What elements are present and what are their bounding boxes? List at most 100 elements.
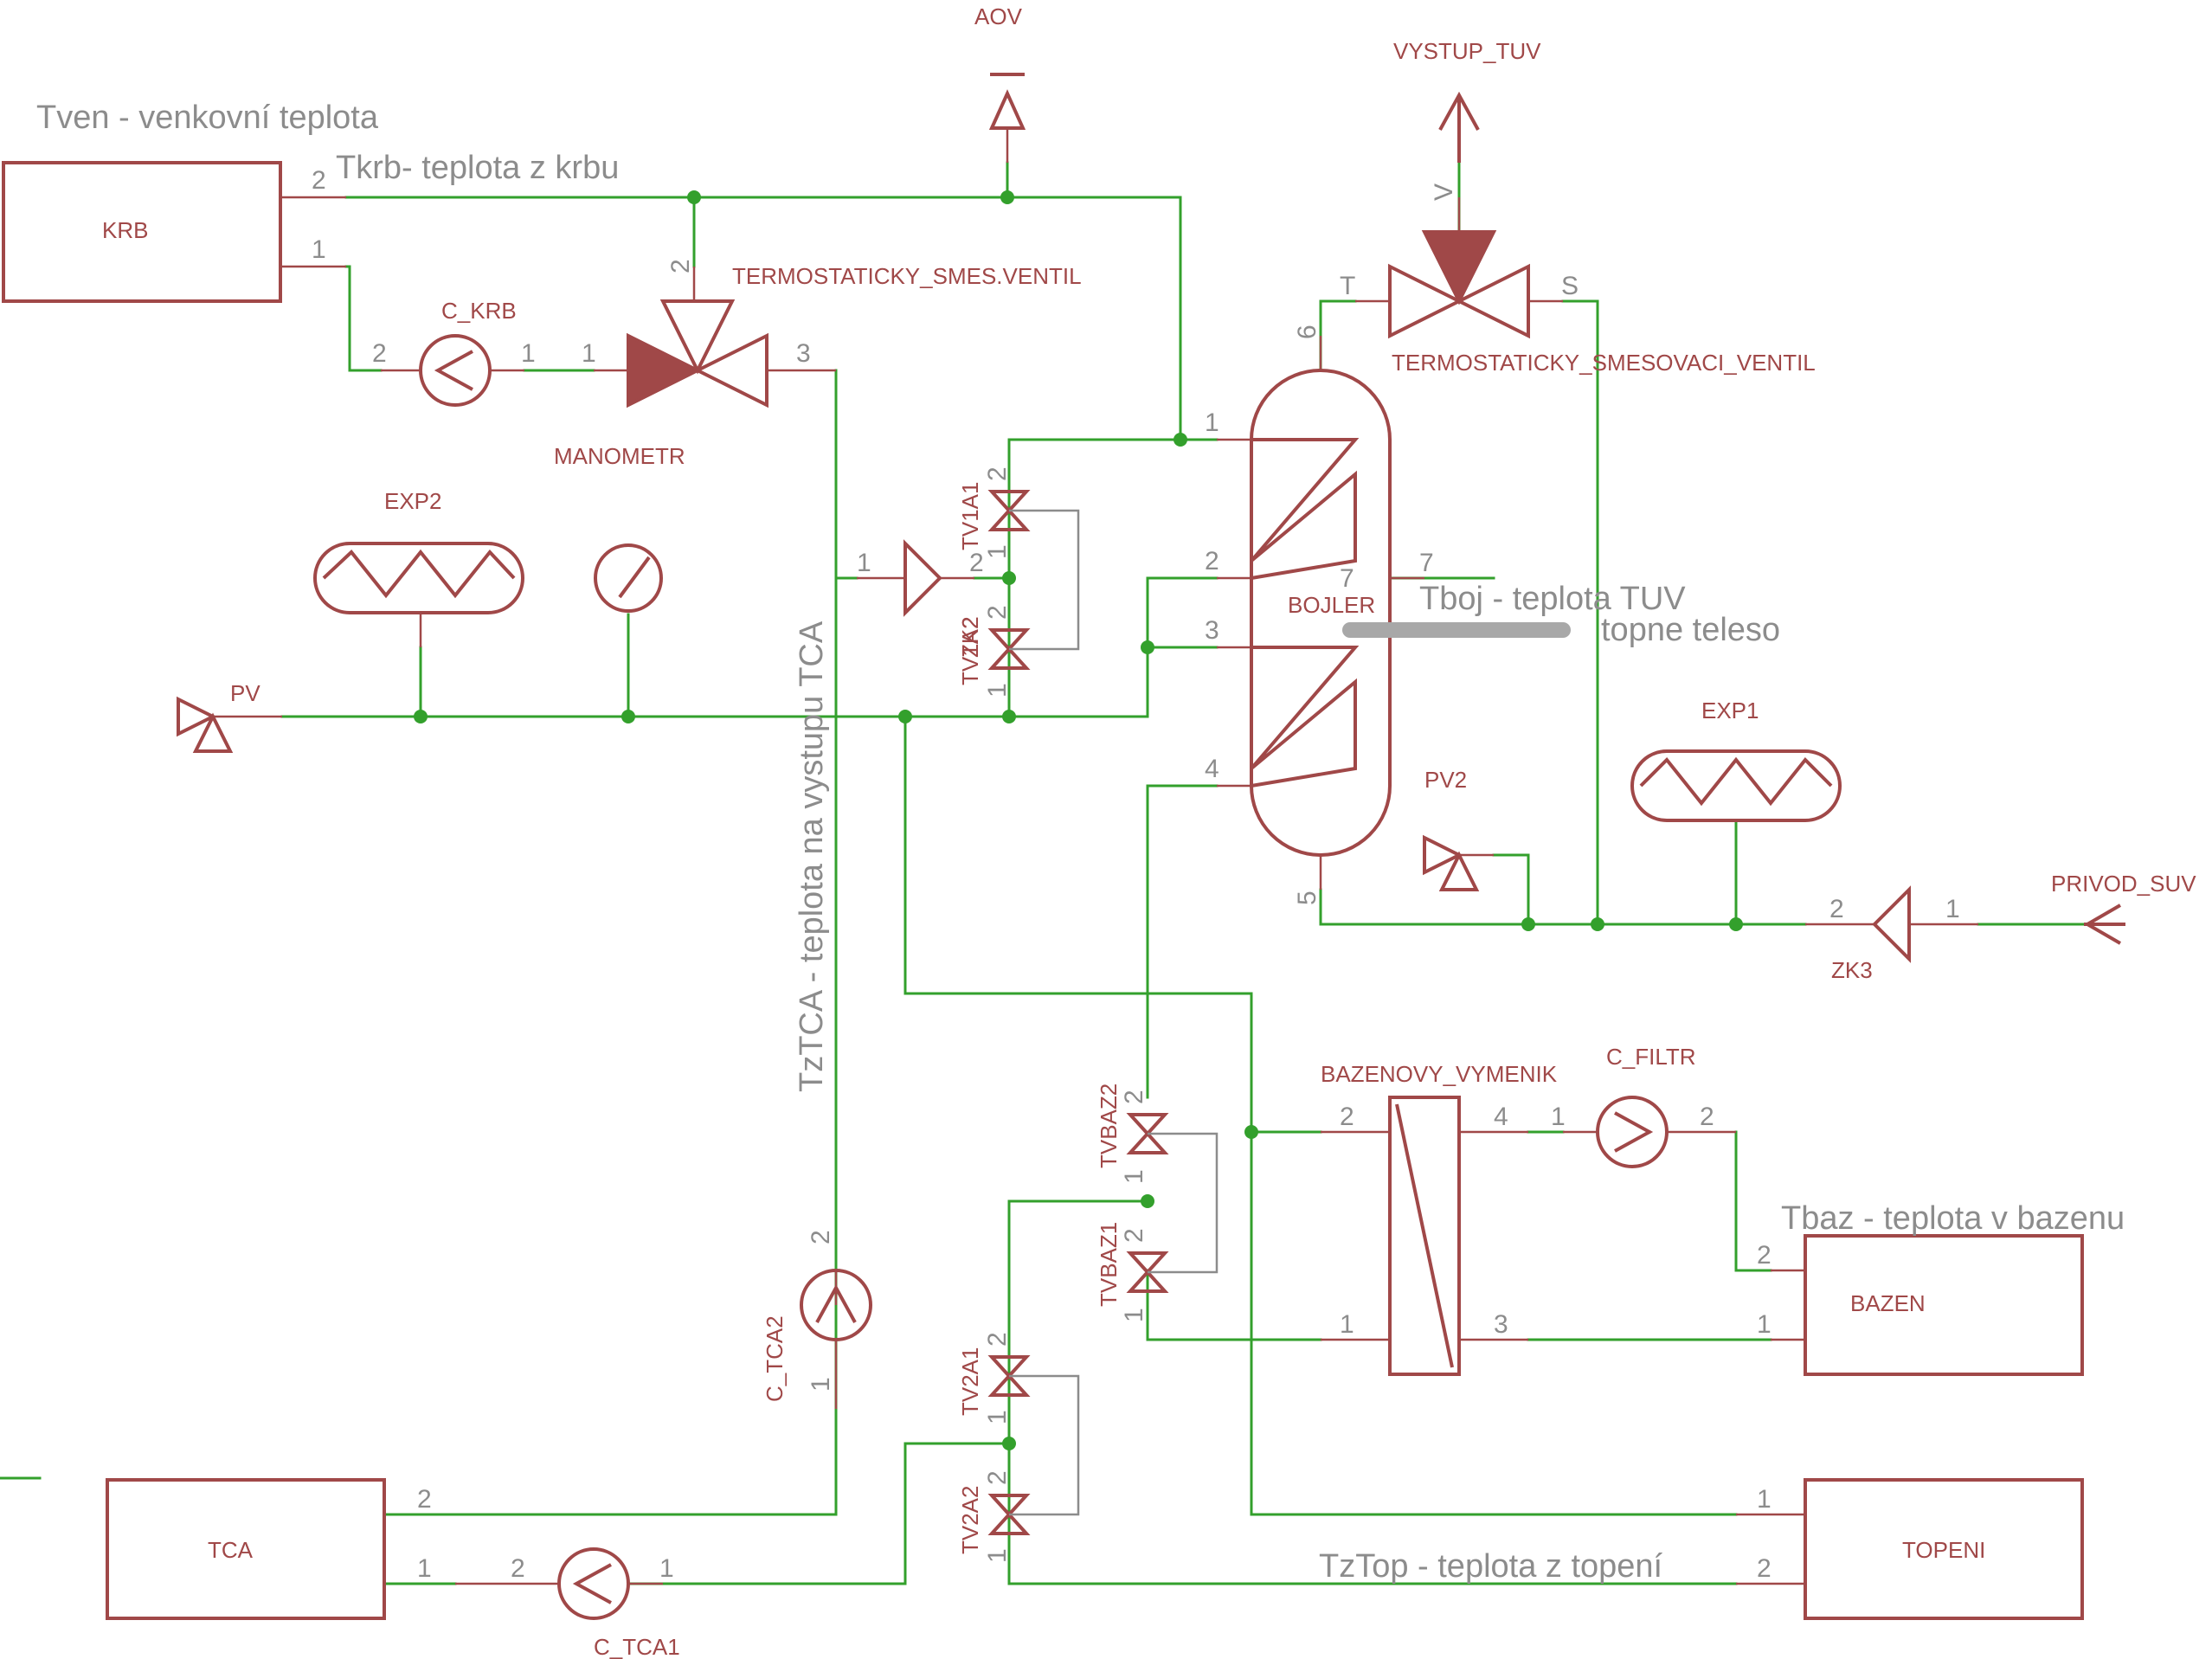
pressure-gauge[interactable] (594, 543, 663, 613)
aov-valve[interactable]: AOV (974, 3, 1026, 163)
tv1a2-label: TV1A2 (957, 617, 983, 686)
zk2-arrow-right-icon (903, 539, 942, 617)
wire-tca-pump (384, 1407, 838, 1516)
exp1-label: EXP1 (1701, 698, 1759, 723)
c-krb-pump[interactable]: C_KRB 2 1 (372, 298, 536, 407)
zk3-check-valve[interactable]: ZK3 2 1 (1805, 885, 1978, 983)
c-filtr-pump[interactable]: C_FILTR 1 2 (1551, 1044, 1736, 1168)
tv1a1-valve-icon (987, 490, 1031, 531)
privod-suv-port[interactable]: PRIVOD_SUV (2051, 871, 2196, 945)
gauge-needle (618, 556, 651, 599)
wire-pv-main (280, 576, 1219, 718)
tvbaz1-pin2: 2 (1120, 1228, 1148, 1243)
krb-block[interactable]: KRB 2 1 (2, 161, 346, 303)
gauge-icon (594, 543, 663, 613)
wire-termo-s (1561, 299, 1599, 926)
bazenovy-vymenik[interactable]: BAZENOVY_VYMENIK 2 4 1 3 (1321, 1061, 1558, 1376)
tvbaz2-pin2: 2 (1120, 1090, 1148, 1104)
c-tca2-pump[interactable]: C_TCA2 2 1 (762, 1201, 872, 1409)
junction-dot (1591, 917, 1604, 931)
junction-dot (1141, 640, 1154, 654)
zk3-arrow-left-icon (1872, 885, 1911, 963)
pv2-valve[interactable]: PV2 (1423, 767, 1494, 891)
bojler-label: BOJLER (1288, 592, 1375, 618)
note-tbaz: Tbaz - teplota v bazenu (1781, 1200, 2125, 1237)
pump-arrow-left-icon (434, 350, 473, 391)
bazen-block[interactable]: BAZEN 2 1 (1757, 1234, 2084, 1376)
tv2a2-pin1: 1 (983, 1548, 1012, 1563)
bojler-pin6: 6 (1293, 325, 1321, 339)
bojler-tank[interactable]: BOJLER 1 2 3 4 5 6 7 7 (1205, 325, 1571, 905)
exp1-tank[interactable]: EXP1 (1630, 698, 1842, 822)
pv2-label: PV2 (1424, 767, 1467, 793)
termo-smesovaci-ventil[interactable]: VYSTUP_TUV TERMOSTATICKY_SMESOVACI_VENTI… (1340, 38, 1816, 376)
tv2a1-pin2: 2 (983, 1332, 1012, 1347)
valve1-pin3: 3 (796, 339, 811, 368)
bojler-pin5: 5 (1293, 891, 1321, 905)
pv-label: PV (230, 680, 260, 706)
tca-pin1: 1 (417, 1554, 432, 1583)
tv1a-valves[interactable]: TV1A1 TV1A2 ZK2 2 1 2 1 (957, 466, 1080, 698)
c-filtr-pin1: 1 (1551, 1103, 1566, 1131)
topeni-box (1804, 1478, 2084, 1620)
c-tca1-pump[interactable]: C_TCA1 2 1 (455, 1547, 680, 1659)
vystup-tuv-label: VYSTUP_TUV (1393, 38, 1541, 64)
valve1-pin2: 2 (666, 259, 695, 273)
valve2-pin-t: T (1340, 272, 1355, 300)
note-tztca: TzTCA - teplota na vystupu TCA (794, 621, 830, 1092)
pump-arrow-up-icon (815, 1283, 857, 1323)
junction-dot (1002, 571, 1016, 585)
tv1a2-pin2: 2 (983, 605, 1012, 620)
krb-box (2, 161, 282, 303)
topeni-block[interactable]: TOPENI 1 2 (1736, 1478, 2084, 1620)
krb-pin1: 1 (312, 235, 326, 264)
tv2a1-pin1: 1 (983, 1410, 1012, 1424)
tvbaz-valves[interactable]: TVBAZ2 TVBAZ1 2 1 2 1 (1096, 1083, 1219, 1322)
junction-dot (1002, 710, 1016, 723)
zk3-pin2: 2 (1829, 895, 1844, 923)
bojler-upper-coil-icon (1250, 438, 1360, 580)
valve1-pin1: 1 (582, 339, 596, 368)
wire-mid-loop (903, 715, 1738, 1516)
valve2-filled-leg-icon (1421, 230, 1497, 305)
zk2-check-valve[interactable]: 1 2 (857, 539, 984, 617)
tv2a1-valve-icon (987, 1355, 1031, 1397)
valve2-pin-s: S (1561, 272, 1579, 300)
manometr-label: MANOMETR (554, 443, 685, 469)
wire-tv2-column (1007, 1199, 1738, 1585)
zk2-label: ZK2 (957, 616, 983, 658)
pump-circle-icon (557, 1547, 630, 1620)
junction-dot (1141, 1194, 1154, 1208)
exp1-box (1630, 749, 1842, 822)
note-tkrb: Tkrb- teplota z krbu (336, 150, 619, 186)
topeni-label: TOPENI (1902, 1537, 1985, 1563)
c-tca1-pin1: 1 (659, 1554, 674, 1583)
junction-dot (414, 710, 428, 723)
zk3-pin1: 1 (1945, 895, 1960, 923)
tv1a1-pin1: 1 (983, 544, 1012, 559)
c-tca2-pin1: 1 (807, 1377, 835, 1392)
bojler-pin2: 2 (1205, 547, 1219, 576)
valve1-leg-right (693, 332, 768, 408)
zk3-label: ZK3 (1831, 957, 1873, 983)
tca-block[interactable]: TCA 2 1 (106, 1478, 432, 1620)
junction-dot (1729, 917, 1743, 931)
pv-valve[interactable]: PV (177, 680, 282, 753)
c-krb-label: C_KRB (441, 298, 517, 324)
bazen-pin1: 1 (1757, 1310, 1772, 1339)
exp2-tank[interactable]: EXP2 (313, 488, 524, 647)
bojler-lower-coil-icon (1250, 646, 1360, 788)
bazen-pin2: 2 (1757, 1241, 1772, 1270)
wire-krb-return (344, 265, 383, 372)
wire-krb-top (344, 196, 1182, 441)
c-tca2-pin2: 2 (807, 1230, 835, 1244)
valve2-pins (1355, 197, 1563, 303)
tca-box (106, 1478, 386, 1620)
termo-smes-ventil[interactable]: TERMOSTATICKY_SMES.VENTIL MANOMETR 1 3 2 (554, 259, 1082, 469)
junction-dot (1244, 1125, 1258, 1139)
tv2a-valves[interactable]: TV2A1 TV2A2 2 1 2 1 (957, 1332, 1080, 1563)
valve1-leg-top (659, 299, 736, 375)
junction-dot (1002, 1437, 1016, 1450)
wire-pv2 (1492, 853, 1530, 926)
c-krb-pin1: 1 (521, 339, 536, 368)
